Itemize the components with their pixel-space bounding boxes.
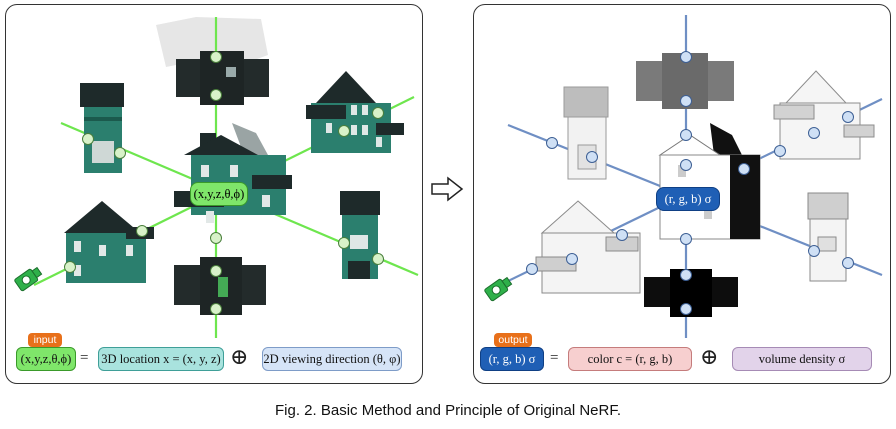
oplus-sign: ⊕ [700, 344, 719, 369]
house-victorian-right [773, 70, 875, 160]
input-tag: input [28, 333, 62, 347]
input-formula: input (x,y,z,θ,ϕ) = 3D location x = (x, … [6, 333, 422, 377]
direction-term: 2D viewing direction (θ, φ) [262, 347, 402, 371]
output-center-label: (r, g, b) σ [656, 187, 720, 211]
output-formula-lhs: (r, g, b) σ [480, 347, 544, 371]
output-panel: (r, g, b) σ output (r, g, b) σ = color c… [473, 4, 891, 384]
input-formula-lhs: (x,y,z,θ,ϕ) [16, 347, 76, 371]
house-top-view-top [176, 51, 269, 105]
camera-icon [14, 266, 43, 292]
oplus-sign: ⊕ [230, 344, 249, 369]
sample-points [64, 51, 384, 315]
input-panel: (x,y,z,θ,ϕ) input (x,y,z,θ,ϕ) = 3D locat… [5, 4, 423, 384]
color-term: color c = (r, g, b) [568, 347, 692, 371]
camera-icon [484, 276, 513, 302]
arrow-right-icon [431, 176, 464, 202]
house-center [658, 123, 761, 240]
density-term: volume density σ [732, 347, 872, 371]
sample-points [526, 51, 854, 315]
house-tower-left [80, 83, 124, 173]
location-term: 3D location x = (x, y, z) [98, 347, 224, 371]
house-side-right [807, 192, 849, 282]
house-front-left [535, 200, 641, 294]
input-center-label: (x,y,z,θ,ϕ) [190, 182, 248, 206]
input-scene [14, 17, 419, 338]
house-side-right [340, 191, 380, 279]
house-victorian-right [306, 71, 404, 153]
equals-sign: = [80, 350, 89, 366]
house-center [174, 123, 292, 223]
house-tower-left [563, 86, 609, 180]
house-front-left [64, 201, 154, 283]
output-tag: output [494, 333, 532, 347]
equals-sign: = [550, 350, 559, 366]
figure-caption: Fig. 2. Basic Method and Principle of Or… [275, 402, 621, 419]
output-formula: output (r, g, b) σ = color c = (r, g, b)… [474, 333, 890, 377]
